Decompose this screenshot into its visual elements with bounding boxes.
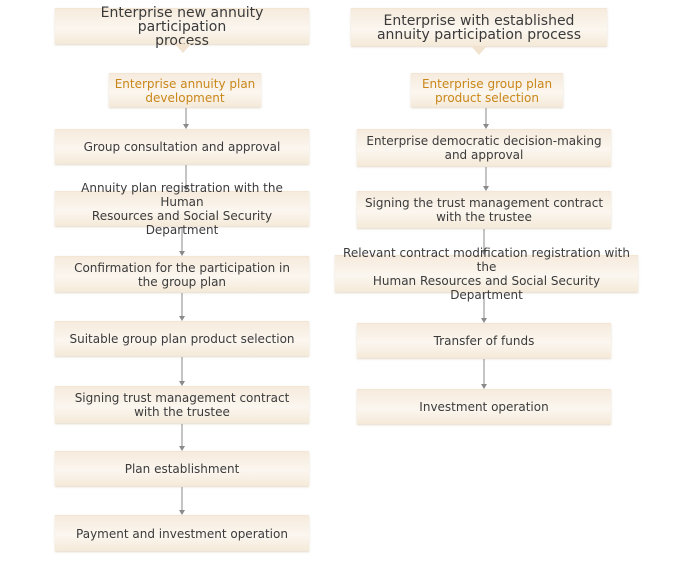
right-step-group-plan-selection: Enterprise group plan product selection	[411, 73, 563, 107]
left-step-product-selection: Suitable group plan product selection	[55, 321, 309, 356]
arrowhead	[481, 250, 487, 255]
arrowhead	[179, 316, 185, 321]
arrowhead	[179, 510, 185, 515]
arrowhead	[481, 318, 487, 323]
left-step-trust-contract: Signing trust management contract with t…	[55, 386, 309, 423]
left-connectors	[179, 108, 189, 515]
arrowhead	[483, 186, 489, 191]
left-step-participation-confirmation: Confirmation for the participation in th…	[55, 256, 309, 292]
arrowhead	[179, 381, 185, 386]
left-column-header: Enterprise new annuity participation pro…	[55, 6, 309, 48]
right-step-investment-operation: Investment operation	[357, 389, 611, 424]
right-connectors	[481, 108, 489, 389]
arrowhead	[179, 446, 185, 451]
right-step-trust-contract: Signing the trust management contract wi…	[357, 191, 611, 228]
arrowhead	[179, 251, 185, 256]
left-header-pointer	[175, 44, 191, 53]
arrowhead	[481, 384, 487, 389]
left-step-plan-registration: Annuity plan registration with the Human…	[55, 181, 309, 237]
left-step-plan-development: Enterprise annuity plan development	[109, 73, 261, 107]
right-step-transfer-funds: Transfer of funds	[357, 323, 611, 358]
arrowhead	[183, 124, 189, 129]
arrowhead	[183, 186, 189, 191]
arrowhead	[483, 124, 489, 129]
right-step-democratic-approval: Enterprise democratic decision-making an…	[357, 129, 611, 166]
left-step-group-consultation: Group consultation and approval	[55, 129, 309, 164]
left-step-plan-establishment: Plan establishment	[55, 451, 309, 486]
left-step-payment-investment: Payment and investment operation	[55, 515, 309, 551]
right-column-header: Enterprise with established annuity part…	[351, 8, 607, 46]
right-step-contract-modification: Relevant contract modification registrat…	[335, 246, 638, 302]
right-header-pointer	[471, 46, 487, 55]
